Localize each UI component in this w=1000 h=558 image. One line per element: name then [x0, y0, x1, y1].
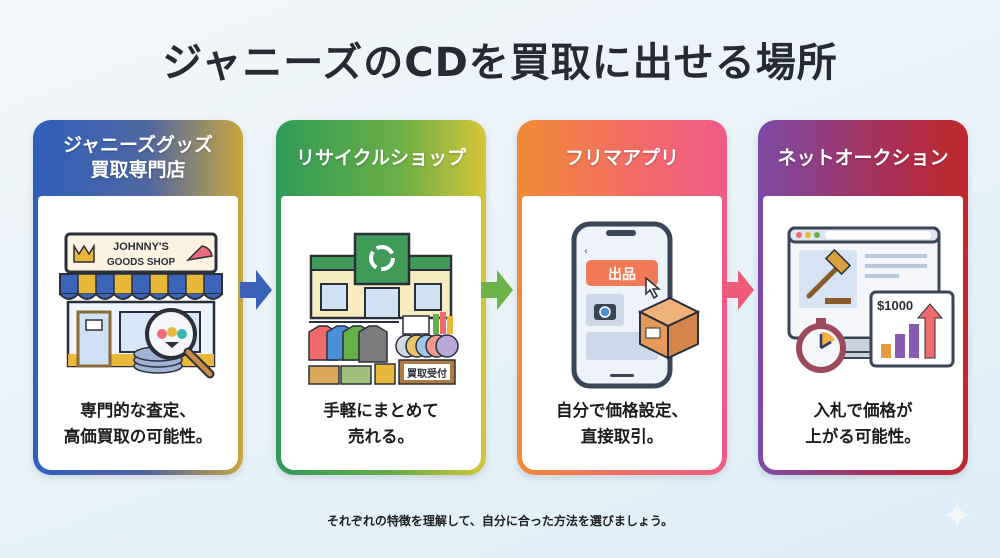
- card-description: 専門的な査定、 高価買取の可能性。: [38, 398, 238, 449]
- svg-text:買取受付: 買取受付: [407, 367, 447, 380]
- card-body: $1000 入札で価格が 上がる可能性。: [763, 196, 963, 470]
- desc-line: 売れる。: [348, 426, 414, 446]
- svg-text:‹: ‹: [584, 246, 588, 257]
- arrow-right-icon: [240, 270, 272, 310]
- card-body: ‹ 出品 自分で価格設定、 直接取引。: [522, 196, 722, 470]
- svg-text:出品: 出品: [608, 266, 636, 283]
- storefront-icon: JOHNNY'S GOODS SHOP: [59, 232, 223, 379]
- card-description: 手軽にまとめて 売れる。: [281, 398, 481, 449]
- card-header: フリマアプリ: [522, 120, 722, 196]
- smartphone-app-icon: ‹ 出品: [571, 221, 701, 389]
- footer-note: それぞれの特徴を理解して、自分に合った方法を選びましょう。: [326, 514, 674, 528]
- desc-line: 高価買取の可能性。: [63, 426, 213, 446]
- arrow-right-icon: [481, 270, 513, 310]
- card-title: ネットオークション: [777, 146, 949, 169]
- card-goods-shop: ジャニーズグッズ 買取専門店 JOHNNY'S GOODS SHOP: [33, 120, 243, 475]
- card-title: リサイクルショップ: [295, 146, 467, 169]
- desc-line: 上がる可能性。: [805, 426, 921, 446]
- desc-line: 手軽にまとめて: [323, 401, 439, 420]
- page-title: ジャニーズのCDを買取に出せる場所: [162, 40, 838, 86]
- auction-icon: $1000: [787, 226, 955, 373]
- card-recycle-shop: リサイクルショップ: [276, 120, 486, 475]
- card-title-line1: ジャニーズグッズ: [62, 134, 214, 157]
- recycle-shop-icon: 買取受付: [308, 232, 459, 385]
- desc-line: 入札で価格が: [813, 401, 913, 420]
- card-body: 買取受付 手軽にまとめて 売れる。: [281, 196, 481, 470]
- card-header: リサイクルショップ: [281, 120, 481, 196]
- sparkle-icon: [944, 502, 970, 528]
- desc-line: 自分で価格設定、: [556, 401, 688, 420]
- svg-text:JOHNNY'S: JOHNNY'S: [113, 241, 169, 253]
- card-body: JOHNNY'S GOODS SHOP: [38, 196, 238, 470]
- desc-line: 専門的な査定、: [80, 401, 196, 420]
- desc-line: 直接取引。: [580, 426, 664, 446]
- arrow-right-icon: [722, 270, 754, 310]
- card-title: フリマアプリ: [564, 146, 679, 169]
- card-flea-market-app: フリマアプリ ‹ 出品 自分で価格設定、 直接取引。: [517, 120, 727, 475]
- card-description: 入札で価格が 上がる可能性。: [763, 398, 963, 449]
- card-title-line2: 買取専門店: [90, 159, 186, 181]
- svg-text:$1000: $1000: [877, 298, 913, 313]
- card-net-auction: ネットオークション $1000: [758, 120, 968, 475]
- svg-text:GOODS SHOP: GOODS SHOP: [107, 257, 176, 268]
- card-description: 自分で価格設定、 直接取引。: [522, 398, 722, 449]
- card-header: ジャニーズグッズ 買取専門店: [38, 120, 238, 196]
- card-header: ネットオークション: [763, 120, 963, 196]
